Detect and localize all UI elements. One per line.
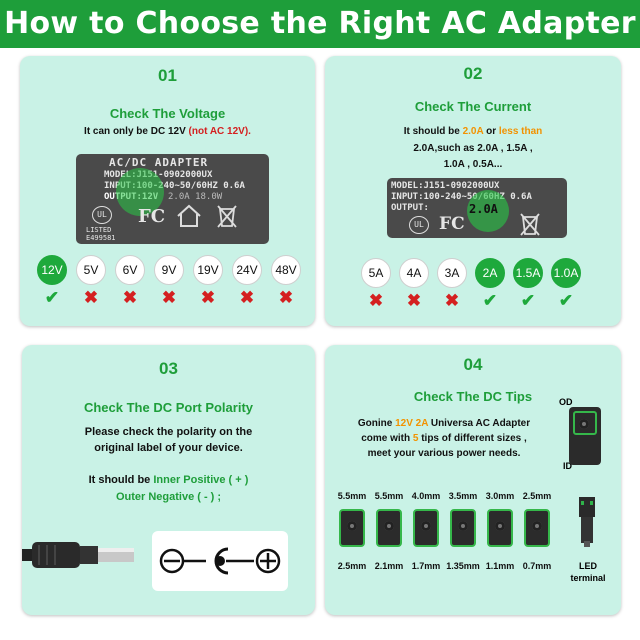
ul-icon: UL [92, 206, 112, 224]
dc-tip-icon [487, 509, 513, 547]
tip-inner-diameter: 1.7mm [411, 561, 441, 571]
tip-inner-diameter: 1.35mm [446, 561, 480, 571]
tip-outer-diameter: 4.0mm [411, 491, 441, 501]
option-5v: 5V [76, 255, 106, 285]
option-12v: 12V [37, 255, 67, 285]
tip-detail-image [569, 407, 601, 465]
current-examples: 2.0A,such as 2.0A , 1.5A , [413, 143, 533, 154]
weee-bin-icon [217, 205, 237, 228]
tip-outer-diameter: 5.5mm [374, 491, 404, 501]
dc-tips-panel: 04 Check The DC Tips Gonine 12V 2A Unive… [325, 345, 621, 615]
home-icon [177, 204, 201, 227]
tips-title: Check The DC Tips [413, 389, 533, 404]
highlight-circle [467, 190, 509, 232]
polarity-diagram [152, 531, 288, 591]
dc-tip-icon [413, 509, 439, 547]
option-4a: 4A [399, 258, 429, 288]
terminal-label: terminal [570, 573, 606, 583]
cross-icon: ✖ [368, 291, 384, 310]
check-icon: ✔ [482, 291, 498, 310]
led-label: LED [579, 561, 597, 571]
polarity-title: Check The DC Port Polarity [83, 400, 254, 415]
option-9v: 9V [154, 255, 184, 285]
step-number: 04 [463, 355, 483, 374]
adapter-label-image: MODEL:J151-0902000UX INPUT:100-240~50/60… [387, 178, 567, 238]
voltage-title: Check The Voltage [109, 106, 226, 121]
check-icon: ✔ [520, 291, 536, 310]
tip-outer-diameter: 3.5mm [448, 491, 478, 501]
option-3a: 3A [437, 258, 467, 288]
highlight-circle [116, 168, 164, 216]
tip-outer-diameter: 2.5mm [522, 491, 552, 501]
step-number: 01 [158, 66, 177, 85]
adapter-label-image: AC/DC ADAPTER MODEL:J151-0902000UX INPUT… [76, 154, 269, 244]
page-title: How to Choose the Right AC Adapter [0, 0, 640, 48]
option-1-5a: 1.5A [513, 258, 543, 288]
option-2a: 2A [475, 258, 505, 288]
voltage-panel: 01 Check The Voltage It can only be DC 1… [20, 56, 315, 326]
option-24v: 24V [232, 255, 262, 285]
id-label: ID [563, 461, 572, 471]
fcc-icon: FC [439, 214, 465, 234]
option-19v: 19V [193, 255, 223, 285]
option-48v: 48V [271, 255, 301, 285]
led-terminal-image [579, 497, 595, 547]
dc-tip-icon [339, 509, 365, 547]
cross-icon: ✖ [200, 288, 216, 307]
dc-tip-icon [450, 509, 476, 547]
current-instruction: It should be 2.0A or less than [403, 126, 543, 137]
tip-inner-diameter: 0.7mm [522, 561, 552, 571]
step-number: 03 [159, 359, 178, 378]
fcc-icon: FC [138, 206, 166, 227]
cross-icon: ✖ [278, 288, 294, 307]
step-number: 02 [463, 64, 483, 83]
tips-description-3: meet your various power needs. [367, 448, 521, 459]
dc-plug-image [22, 542, 134, 568]
cross-icon: ✖ [122, 288, 138, 307]
polarity-instruction-2: original label of your device. [94, 442, 243, 454]
option-6v: 6V [115, 255, 145, 285]
check-icon: ✔ [44, 288, 60, 307]
tip-inner-diameter: 2.1mm [374, 561, 404, 571]
polarity-panel: 03 Check The DC Port Polarity Please che… [22, 345, 315, 615]
cross-icon: ✖ [239, 288, 255, 307]
od-label: OD [559, 397, 573, 407]
tip-outer-diameter: 5.5mm [337, 491, 367, 501]
check-icon: ✔ [558, 291, 574, 310]
voltage-instruction: It can only be DC 12V (not AC 12V). [84, 126, 251, 137]
tips-description-2: come with 5 tips of different sizes , [361, 433, 527, 444]
tip-inner-diameter: 2.5mm [337, 561, 367, 571]
option-1-0a: 1.0A [551, 258, 581, 288]
cross-icon: ✖ [161, 288, 177, 307]
weee-bin-icon [520, 213, 540, 236]
tip-inner-diameter: 1.1mm [485, 561, 515, 571]
cross-icon: ✖ [406, 291, 422, 310]
current-examples-more: 1.0A , 0.5A... [443, 159, 503, 170]
polarity-rule-2: Outer Negative ( - ) ; [115, 491, 222, 503]
tips-description: Gonine 12V 2A Universa AC Adapter [357, 418, 531, 429]
ul-icon: UL [409, 216, 429, 234]
dc-tip-icon [376, 509, 402, 547]
cross-icon: ✖ [444, 291, 460, 310]
dc-tip-icon [524, 509, 550, 547]
tip-outer-diameter: 3.0mm [485, 491, 515, 501]
polarity-rule: It should be Inner Positive ( + ) [88, 474, 249, 486]
current-panel: 02 Check The Current It should be 2.0A o… [325, 56, 621, 326]
cross-icon: ✖ [83, 288, 99, 307]
polarity-instruction: Please check the polarity on the [84, 426, 253, 438]
option-5a: 5A [361, 258, 391, 288]
current-title: Check The Current [414, 99, 532, 114]
